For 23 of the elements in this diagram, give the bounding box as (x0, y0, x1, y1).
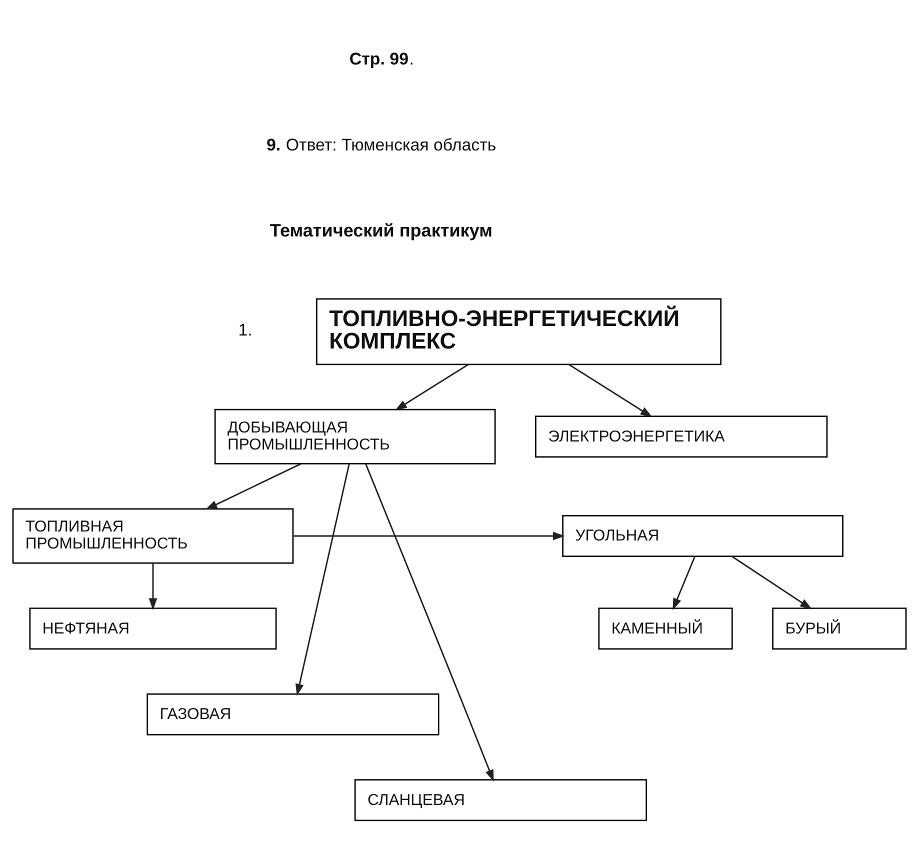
label: 9. Ответ: Тюменская область (266, 134, 496, 154)
node-box: УГОЛЬНАЯ (562, 514, 844, 556)
node-box: ТОПЛИВНАЯ ПРОМЫШЛЕННОСТЬ (12, 508, 294, 564)
arrow (732, 555, 812, 609)
node-box: БУРЫЙ (772, 607, 907, 650)
arrow (205, 462, 302, 510)
node-box: ДОБЫВАЮЩАЯ ПРОМЫШЛЕННОСТЬ (214, 408, 496, 464)
node-box: ЭЛЕКТРОЭНЕРГЕТИКА (535, 415, 828, 458)
node-box: ТОПЛИВНО-ЭНЕРГЕТИЧЕСКИЙ КОМПЛЕКС (316, 298, 722, 365)
arrow (672, 556, 696, 610)
arrow (295, 464, 350, 696)
label: 1. (238, 320, 252, 340)
arrow (568, 363, 652, 417)
arrow (293, 531, 565, 540)
node-box: КАМЕННЫЙ (598, 607, 733, 650)
node-box: НЕФТЯНАЯ (29, 607, 277, 650)
arrow (365, 463, 494, 782)
node-box: ГАЗОВАЯ (146, 692, 440, 735)
arrow (148, 562, 158, 610)
label: Стр. 99. (349, 49, 414, 68)
node-box: СЛАНЦЕВАЯ (354, 778, 648, 821)
label: Тематический практикум (270, 220, 493, 240)
arrow (394, 363, 469, 410)
